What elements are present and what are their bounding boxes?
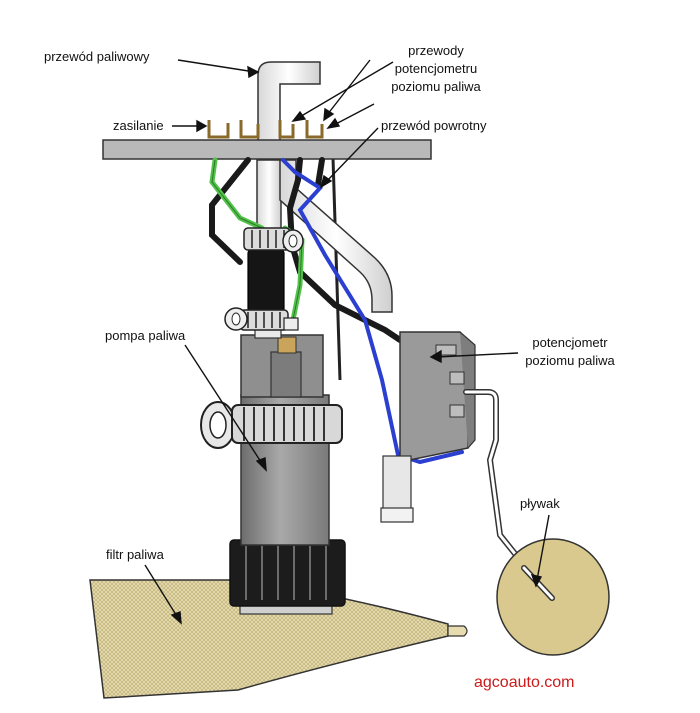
fuel-hose [224, 227, 304, 339]
site-credit: agcoauto.com [474, 674, 575, 691]
return-tube [279, 159, 393, 313]
label-fuel-line: przewód paliwowy [44, 49, 150, 64]
black-wire [209, 157, 403, 343]
terminals [207, 120, 324, 139]
label-power: zasilanie [113, 118, 164, 133]
pump-clamp [200, 401, 343, 449]
guide-rod [331, 157, 342, 381]
label-return-line: przewód powrotny [381, 118, 487, 133]
flange-plate [102, 139, 432, 160]
label-fuel-pump: pompa paliwa [105, 328, 186, 343]
leader-arrows [144, 59, 550, 625]
float-arm [463, 389, 555, 603]
level-sensor [380, 331, 476, 523]
label-sensor-wires: przewody potencjometru poziomu paliwa [372, 42, 500, 96]
label-sensor-wires-line2: potencjometru [394, 61, 478, 76]
label-level-sensor-line2: poziomu paliwa [525, 353, 615, 368]
fuel-outlet-tube [256, 61, 321, 241]
label-fuel-filter: filtr paliwa [106, 547, 164, 562]
label-level-sensor: potencjometr poziomu paliwa [510, 334, 630, 370]
label-sensor-wires-line1: przewody [408, 43, 464, 58]
label-sensor-wires-line3: poziomu paliwa [391, 79, 481, 94]
float [496, 538, 610, 656]
pump-inlet-cap [229, 539, 346, 615]
label-level-sensor-line1: potencjometr [532, 335, 608, 350]
label-float: pływak [520, 496, 560, 511]
